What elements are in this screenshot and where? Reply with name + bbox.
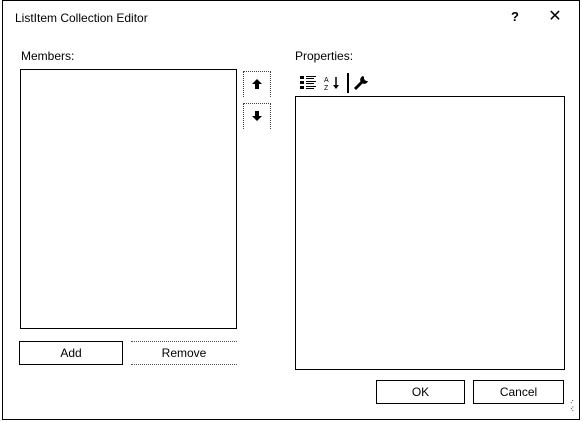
properties-label: Properties: <box>295 49 354 63</box>
help-button[interactable]: ? <box>511 9 519 24</box>
toolbar-separator <box>347 73 349 93</box>
members-label: Members: <box>21 49 75 63</box>
arrow-up-icon <box>252 79 262 89</box>
svg-text:Z: Z <box>324 85 329 91</box>
property-pages-button[interactable] <box>353 74 369 92</box>
alphabetical-sort-icon: A Z <box>324 77 339 91</box>
close-button[interactable]: ✕ <box>548 8 562 25</box>
svg-text:A: A <box>324 77 329 84</box>
remove-button-label: Remove <box>161 346 207 360</box>
resize-grip-icon[interactable]: .··: <box>570 396 574 413</box>
remove-button[interactable]: Remove <box>131 341 237 365</box>
dialog-title: ListItem Collection Editor <box>15 11 148 25</box>
add-button[interactable]: Add <box>19 341 123 365</box>
move-down-button[interactable] <box>243 103 271 129</box>
categorized-view-icon <box>300 76 316 89</box>
alphabetical-button[interactable]: A Z <box>323 74 343 92</box>
property-grid[interactable] <box>295 96 565 370</box>
move-up-button[interactable] <box>243 71 271 97</box>
members-list[interactable] <box>20 69 237 329</box>
cancel-button[interactable]: Cancel <box>473 380 564 404</box>
wrench-icon <box>353 76 368 91</box>
ok-button[interactable]: OK <box>376 380 465 404</box>
cancel-button-label: Cancel <box>499 385 538 399</box>
ok-button-label: OK <box>411 385 430 399</box>
add-button-label: Add <box>60 346 82 360</box>
arrow-down-icon <box>252 111 262 121</box>
categorized-button[interactable] <box>299 74 317 92</box>
